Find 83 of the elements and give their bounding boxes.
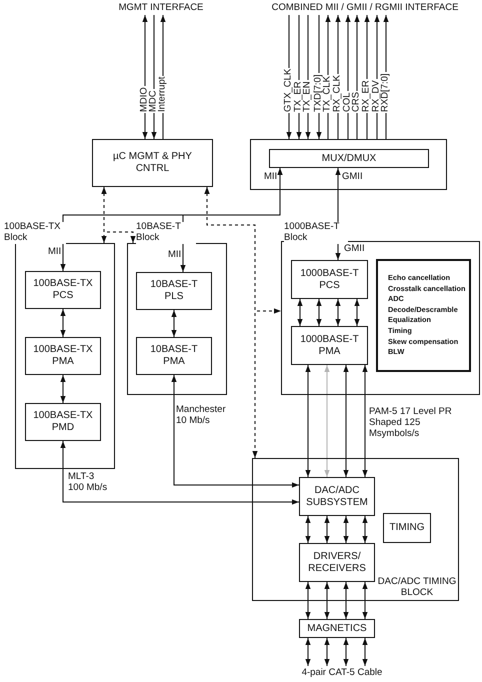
interface-label: MGMT INTERFACE (118, 1, 204, 15)
arrow (305, 364, 311, 478)
box-label: µC MGMT & PHY CNTRL (112, 151, 193, 175)
signal-label: TX_CLK (322, 75, 334, 113)
edge-label: MLT-3 100 Mb/s (68, 472, 108, 494)
edge-label: PAM-5 17 Level PR Shaped 125 Msymbols/s (369, 407, 453, 440)
arrow (343, 582, 349, 620)
process-box (299, 619, 375, 638)
port-label: MII (48, 247, 62, 258)
signal-label: TX_EN (302, 80, 314, 113)
port-label: GMII (344, 244, 365, 254)
port-label: MII (264, 172, 278, 182)
arrow (171, 310, 177, 338)
box-label: 10BASE-T PLS (149, 279, 199, 303)
process-box (136, 337, 212, 375)
arrow (305, 638, 311, 666)
block-heading: 1000BASE-T Block (284, 222, 348, 244)
process-box (299, 543, 375, 582)
process-box (25, 403, 101, 441)
signal-label: TX_ER (294, 80, 304, 113)
interface-label: COMBINED MII / GMII / RGMII INTERFACE (270, 1, 460, 15)
arrow (305, 582, 311, 620)
box-label: DRIVERS/ RECEIVERS (307, 550, 367, 574)
box-label: DAC/ADC SUBSYSTEM (305, 484, 369, 508)
arrow (151, 14, 157, 140)
arrow (362, 638, 368, 666)
block-frame (252, 458, 459, 601)
arrow (343, 516, 349, 544)
signal-label: Interrupt (158, 76, 168, 113)
box-label: 100BASE-TX PCS (32, 278, 94, 302)
signal-label: RX_CLK (332, 74, 344, 113)
arrow (343, 364, 349, 478)
box-label: MAGNETICS (307, 622, 367, 634)
arrow (324, 582, 330, 620)
port-label: MII (168, 250, 182, 260)
arrow (362, 516, 368, 544)
dashed-arrow (101, 186, 136, 244)
arrow (316, 298, 322, 326)
process-box (25, 271, 101, 309)
box-label: 1000BASE-T PCS (299, 268, 360, 292)
signal-label: RX_ER (362, 79, 372, 113)
arrow (305, 516, 311, 544)
process-box (291, 326, 368, 365)
dashed-arrow (204, 186, 258, 458)
function-list-box (376, 259, 471, 372)
process-box (299, 477, 375, 516)
signal-label: GTX_CLK (284, 68, 294, 113)
arrow (345, 14, 351, 140)
arrow (297, 298, 303, 326)
box-label: 10BASE-T PMA (149, 344, 199, 368)
block-heading: 10BASE-T Block (136, 222, 196, 244)
signal-label: RXD[7:0] (380, 72, 392, 113)
box-label: 100BASE-TX PMA (32, 344, 94, 368)
box-label: TIMING (390, 522, 424, 534)
arrow (60, 308, 66, 338)
arrow (354, 14, 360, 140)
arrow (324, 516, 330, 544)
arrow (335, 298, 341, 326)
block-heading: 100BASE-TX Block (4, 222, 66, 244)
box-label: 100BASE-TX PMD (32, 410, 94, 434)
arrow (60, 374, 66, 404)
edge-label: Manchester 10 Mb/s (176, 405, 227, 427)
box-label: 1000BASE-T PMA (299, 334, 360, 358)
port-label: GMII (342, 172, 363, 182)
arrow (362, 364, 368, 478)
interface-label: 4-pair CAT-5 Cable (296, 666, 388, 680)
arrow (171, 374, 300, 488)
process-box (269, 149, 429, 168)
box-label: MUX/DMUX (322, 152, 376, 164)
arrow (362, 582, 368, 620)
process-box (291, 260, 368, 299)
arrow (324, 638, 330, 666)
arrow (354, 298, 360, 326)
box-frame (250, 139, 447, 190)
arrow (335, 168, 341, 260)
arrow (343, 638, 349, 666)
process-box (25, 337, 101, 375)
process-box (136, 272, 212, 310)
arrow (60, 440, 300, 505)
process-box (92, 139, 213, 187)
arrow (324, 364, 330, 478)
process-box (383, 513, 431, 543)
arrow (180, 168, 283, 272)
